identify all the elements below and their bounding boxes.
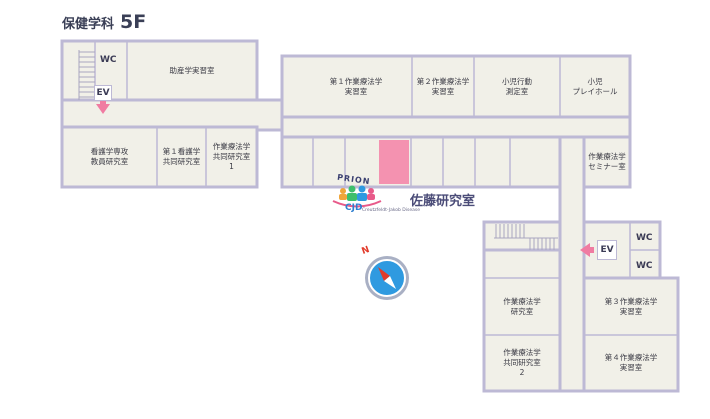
lab-name: 佐藤研究室 xyxy=(410,194,476,209)
room-ot-lab3: 第３作業療法学 実習室 xyxy=(604,296,658,316)
floor-number: 5F xyxy=(120,11,147,33)
cjd-logo-text: CJD xyxy=(345,203,363,213)
wc-east-label-2: WC xyxy=(636,261,653,271)
prion-logo-icon xyxy=(332,185,382,208)
room-ot-joint2: 作業療法学 共同研究室 2 xyxy=(503,348,541,377)
wc-west-label: WC xyxy=(100,55,117,65)
room-ot-lab2: 第２作業療法学 実習室 xyxy=(416,77,470,96)
room-child-measure: 小児行動 測定室 xyxy=(502,77,532,96)
connector xyxy=(482,220,562,254)
building-name: 保健学科 xyxy=(62,17,115,32)
compass-icon xyxy=(365,256,409,300)
east-spine xyxy=(558,135,586,393)
center-corridor xyxy=(280,115,632,139)
ev-west-box: EV xyxy=(94,85,112,101)
room-ot-lab1: 第１作業療法学 実習室 xyxy=(329,77,383,96)
wc-east-label-1: WC xyxy=(636,233,653,243)
room-ot-research: 作業療法学 研究室 xyxy=(503,296,541,316)
ev-east-box: EV xyxy=(597,240,617,260)
room-midwifery-lab: 助産学実習室 xyxy=(169,66,215,75)
floor-title: 保健学科 5F xyxy=(62,11,146,33)
room-ot-seminar: 作業療法学 セミナー室 xyxy=(588,152,626,171)
room-child-play: 小児 プレイホール xyxy=(572,77,618,96)
ev-arrow-east xyxy=(580,243,590,257)
room-ot-joint1: 作業療法学 共同研究室 1 xyxy=(212,142,251,171)
south-west-block xyxy=(482,248,562,393)
north-block xyxy=(280,54,632,120)
room-nursing-faculty: 看護学専攻 教員研究室 xyxy=(90,147,129,166)
room-ot-lab4: 第４作業療法学 実習室 xyxy=(604,353,658,372)
room-nursing-joint1: 第１看護学 共同研究室 xyxy=(162,147,201,166)
ot-seminar-box xyxy=(582,135,632,189)
ev-arrow-west xyxy=(96,104,110,114)
center-rooms xyxy=(280,135,562,189)
prion-logo-subtitle: Creutzfeldt-Jakob Disease xyxy=(362,208,421,213)
west-wing-bottom xyxy=(60,125,259,189)
sato-lab-highlight xyxy=(379,140,409,184)
